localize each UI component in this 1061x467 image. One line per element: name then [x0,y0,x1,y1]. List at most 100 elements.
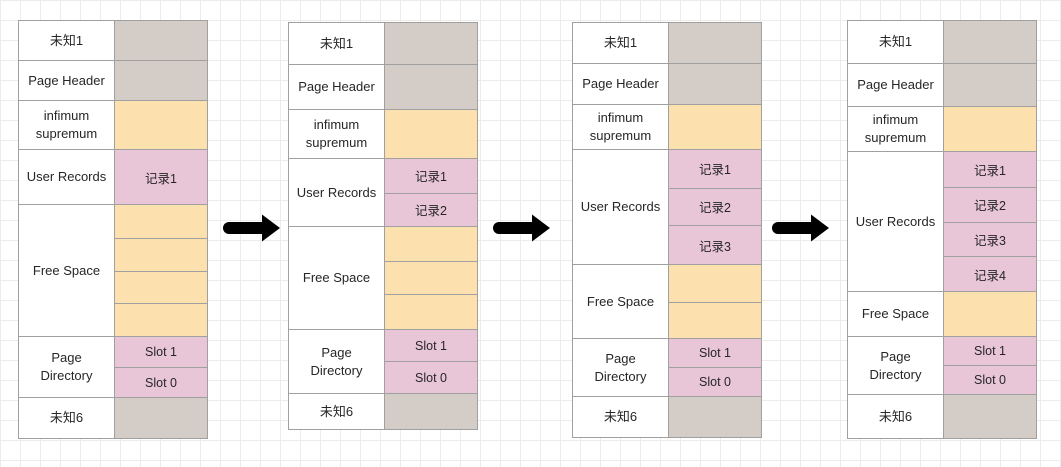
section-infimum-supremum: infimum supremum [289,109,477,158]
row-label-free-space: Free Space [573,265,669,338]
section-page-header: Page Header [289,64,477,109]
row-label-page-header: Page Header [19,61,115,100]
page-directory-cell: Slot 1 [669,339,761,368]
section-page-header: Page Header [19,60,207,100]
section-free-space: Free Space [289,226,477,329]
section-infimum-supremum: infimum supremum [19,100,207,149]
unknown1-cell [115,21,207,60]
section-infimum-supremum: infimum supremum [573,104,761,149]
row-label-unknown1: 未知1 [573,23,669,63]
row-label-infimum-supremum: infimum supremum [848,107,944,151]
unknown6-cells [944,395,1036,438]
user-records-cell: 记录1 [944,152,1036,187]
row-label-user-records: User Records [289,159,385,226]
row-label-unknown6: 未知6 [19,398,115,438]
unknown1-cells [385,23,477,64]
section-free-space: Free Space [19,204,207,336]
row-label-unknown6: 未知6 [573,397,669,437]
page-header-cell [944,64,1036,106]
section-unknown6: 未知6 [19,397,207,438]
section-unknown1: 未知1 [289,23,477,64]
page-header-cells [385,65,477,109]
user-records-cell: 记录2 [669,187,761,226]
unknown1-cell [669,23,761,63]
section-infimum-supremum: infimum supremum [848,106,1036,151]
unknown6-cell [385,394,477,429]
row-label-infimum-supremum: infimum supremum [289,110,385,158]
user-records-cell: 记录1 [669,150,761,188]
page-directory-cell: Slot 1 [385,330,477,362]
free-space-cells [385,227,477,329]
section-unknown6: 未知6 [573,396,761,437]
row-label-unknown1: 未知1 [289,23,385,64]
row-label-page-directory: Page Directory [573,339,669,396]
row-label-free-space: Free Space [848,292,944,336]
user-records-cell: 记录1 [385,159,477,193]
row-label-infimum-supremum: infimum supremum [573,105,669,149]
free-space-cell [385,227,477,261]
row-label-user-records: User Records [573,150,669,264]
free-space-cell [669,265,761,302]
row-label-page-directory: Page Directory [848,337,944,394]
section-free-space: Free Space [848,291,1036,336]
page-header-cells [115,61,207,100]
row-label-page-directory: Page Directory [19,337,115,397]
page-header-cells [944,64,1036,106]
row-label-user-records: User Records [19,150,115,204]
section-unknown1: 未知1 [848,21,1036,63]
section-page-header: Page Header [848,63,1036,106]
infimum-supremum-cell [115,101,207,149]
section-free-space: Free Space [573,264,761,338]
page-directory-cell: Slot 0 [669,367,761,396]
row-label-page-header: Page Header [848,64,944,106]
unknown6-cells [385,394,477,429]
section-unknown1: 未知1 [19,21,207,60]
flow-arrow-icon [223,214,280,242]
page-header-cell [385,65,477,109]
row-label-unknown6: 未知6 [289,394,385,429]
row-label-unknown1: 未知1 [848,21,944,63]
page-header-cell [669,64,761,104]
unknown6-cells [115,398,207,438]
unknown6-cell [115,398,207,438]
section-unknown6: 未知6 [848,394,1036,438]
free-space-cell [115,237,207,271]
user-records-cell: 记录1 [115,150,207,204]
unknown1-cells [115,21,207,60]
page-directory-cell: Slot 0 [385,361,477,393]
flow-arrow-icon [772,214,829,242]
row-label-user-records: User Records [848,152,944,291]
page-directory-cell: Slot 0 [944,365,1036,394]
free-space-cells [944,292,1036,336]
unknown6-cell [944,395,1036,438]
unknown1-cell [385,23,477,64]
user-records-cell: 记录2 [944,186,1036,222]
row-label-free-space: Free Space [19,205,115,336]
section-unknown1: 未知1 [573,23,761,63]
row-label-free-space: Free Space [289,227,385,329]
infimum-supremum-cells [385,110,477,158]
infimum-supremum-cells [669,105,761,149]
page-directory-cell: Slot 1 [115,337,207,368]
user-records-cells: 记录1 [115,150,207,204]
free-space-cell [115,270,207,304]
infimum-supremum-cells [944,107,1036,151]
row-label-unknown1: 未知1 [19,21,115,60]
infimum-supremum-cell [669,105,761,149]
unknown1-cells [669,23,761,63]
free-space-cell [385,260,477,295]
